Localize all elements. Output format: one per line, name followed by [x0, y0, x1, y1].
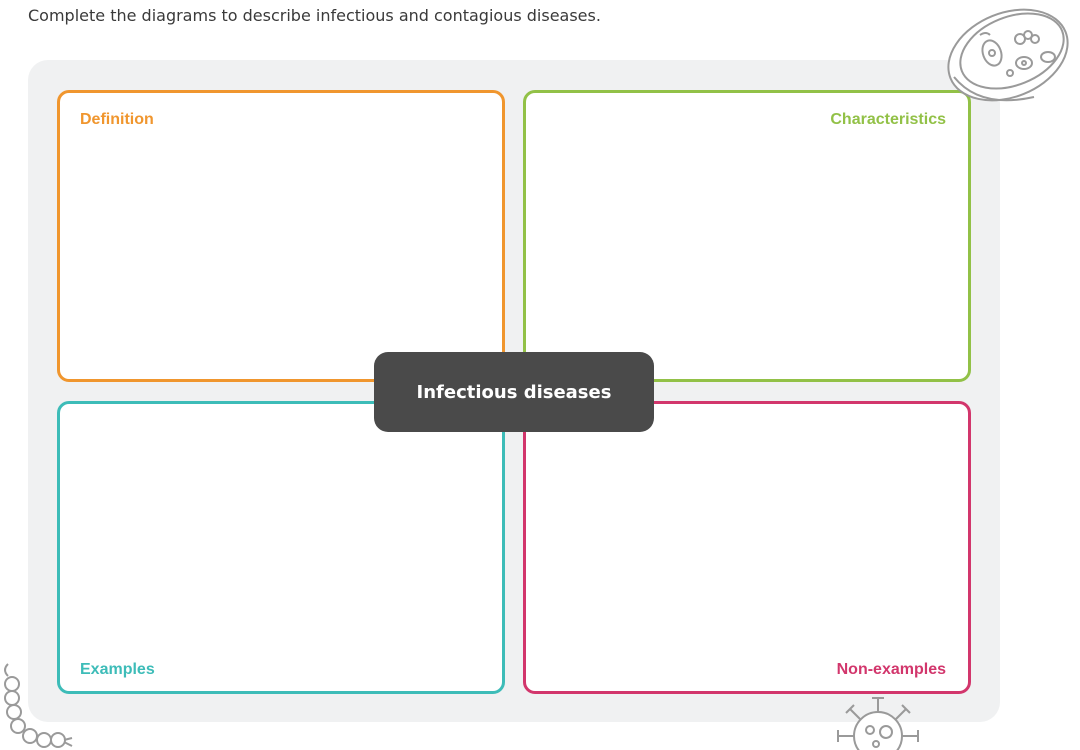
characteristics-label: Characteristics — [830, 111, 946, 128]
center-topic-label: Infectious diseases — [416, 381, 612, 403]
characteristics-box[interactable]: Characteristics — [523, 90, 971, 382]
definition-box[interactable]: Definition — [57, 90, 505, 382]
examples-label: Examples — [80, 661, 155, 678]
center-topic: Infectious diseases — [374, 352, 654, 432]
bacteria-chain-icon — [4, 663, 73, 748]
examples-box[interactable]: Examples — [57, 401, 505, 694]
non-examples-label: Non-examples — [836, 661, 946, 678]
virus-icon — [837, 697, 919, 750]
non-examples-box[interactable]: Non-examples — [523, 401, 971, 694]
petri-dish-icon — [947, 8, 1069, 102]
definition-label: Definition — [80, 111, 154, 128]
instruction-text: Complete the diagrams to describe infect… — [28, 6, 601, 25]
